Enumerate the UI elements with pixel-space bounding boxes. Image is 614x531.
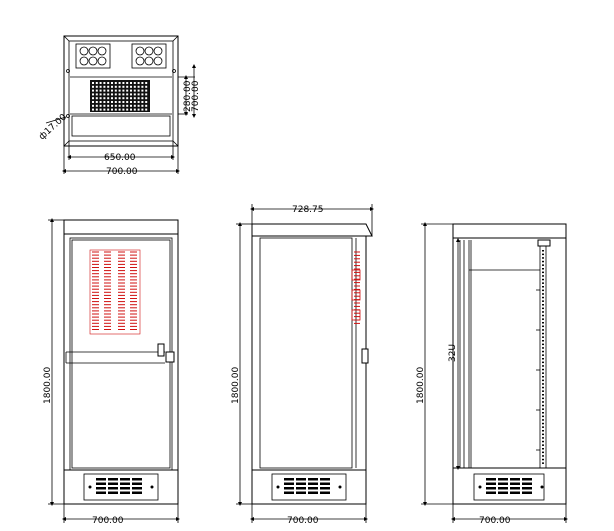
- side-panel: [259, 237, 353, 469]
- rear-dim-width: 700.00: [479, 516, 511, 526]
- door-handle-icon: [157, 343, 165, 357]
- front-view: 700.00 1800.00: [43, 218, 180, 526]
- dim-700-top: 700.00: [106, 167, 138, 177]
- cable-entry-left: [75, 43, 111, 69]
- rear-dim-height: 1800.00: [416, 367, 426, 404]
- dim-700-side: 700.00: [191, 80, 201, 112]
- side-dim-height: 1800.00: [231, 367, 241, 404]
- side-view: 728.75 700.00 1800.00: [231, 204, 374, 526]
- side-plinth: [271, 473, 347, 501]
- front-body: [63, 233, 179, 505]
- rear-dim-rack-units: 32U: [448, 344, 458, 362]
- side-dim-top-width: 728.75: [292, 205, 324, 215]
- side-roof: [251, 223, 373, 237]
- side-body: [251, 235, 367, 505]
- cable-entry-right: [131, 43, 167, 69]
- lock-icon: [165, 351, 175, 363]
- dim-650: 650.00: [104, 153, 136, 163]
- rear-roof: [452, 223, 567, 239]
- rear-view: 32U 700.00 1800.00: [416, 222, 568, 526]
- front-roof: [63, 219, 179, 235]
- top-view-inner: [68, 40, 174, 142]
- front-vent-slots: [89, 249, 141, 335]
- rail-bracket-icon: [537, 239, 551, 247]
- side-dim-width: 700.00: [287, 516, 319, 526]
- side-vent-slots: [351, 251, 361, 324]
- rear-body: [452, 237, 567, 505]
- rear-plinth: [473, 473, 545, 501]
- top-view-outer: [63, 35, 179, 147]
- front-door: [69, 237, 173, 471]
- top-vent-grid: [90, 80, 150, 112]
- rack-rail: [542, 250, 544, 464]
- front-plinth: [83, 473, 159, 501]
- dim-280: 280.00: [183, 80, 193, 112]
- side-handle-icon: [361, 348, 369, 364]
- front-dim-width: 700.00: [92, 516, 124, 526]
- top-base-plate: [71, 115, 171, 137]
- cable-gland-icon: [79, 46, 163, 66]
- top-view: 650.00 700.00 280.00 700.00 ф17.00: [37, 35, 201, 177]
- front-dim-height: 1800.00: [43, 367, 53, 404]
